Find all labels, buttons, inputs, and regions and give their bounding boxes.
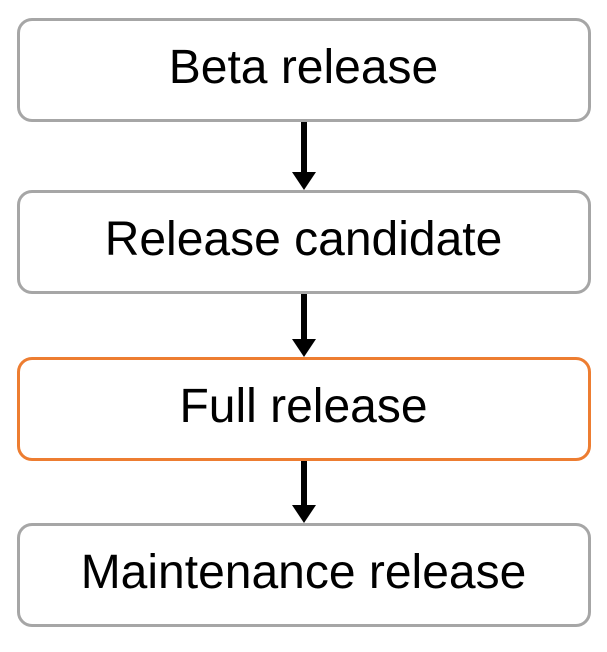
node-full-release: Full release xyxy=(16,357,591,461)
node-beta-release: Beta release xyxy=(16,18,591,122)
arrow-down-icon xyxy=(291,461,316,523)
arrow-shaft xyxy=(300,294,307,339)
node-label: Release candidate xyxy=(104,213,503,266)
node-label: Maintenance release xyxy=(80,546,527,599)
arrow-head xyxy=(291,339,316,357)
arrow-down-icon xyxy=(291,294,316,357)
node-label: Beta release xyxy=(168,41,439,94)
arrow-down-icon xyxy=(291,122,316,190)
node-label: Full release xyxy=(179,380,428,433)
arrow-shaft xyxy=(300,122,307,172)
arrow-head xyxy=(291,172,316,190)
arrow-head xyxy=(291,505,316,523)
node-maintenance-release: Maintenance release xyxy=(16,523,591,627)
node-release-candidate: Release candidate xyxy=(16,190,591,294)
arrow-shaft xyxy=(300,461,307,505)
